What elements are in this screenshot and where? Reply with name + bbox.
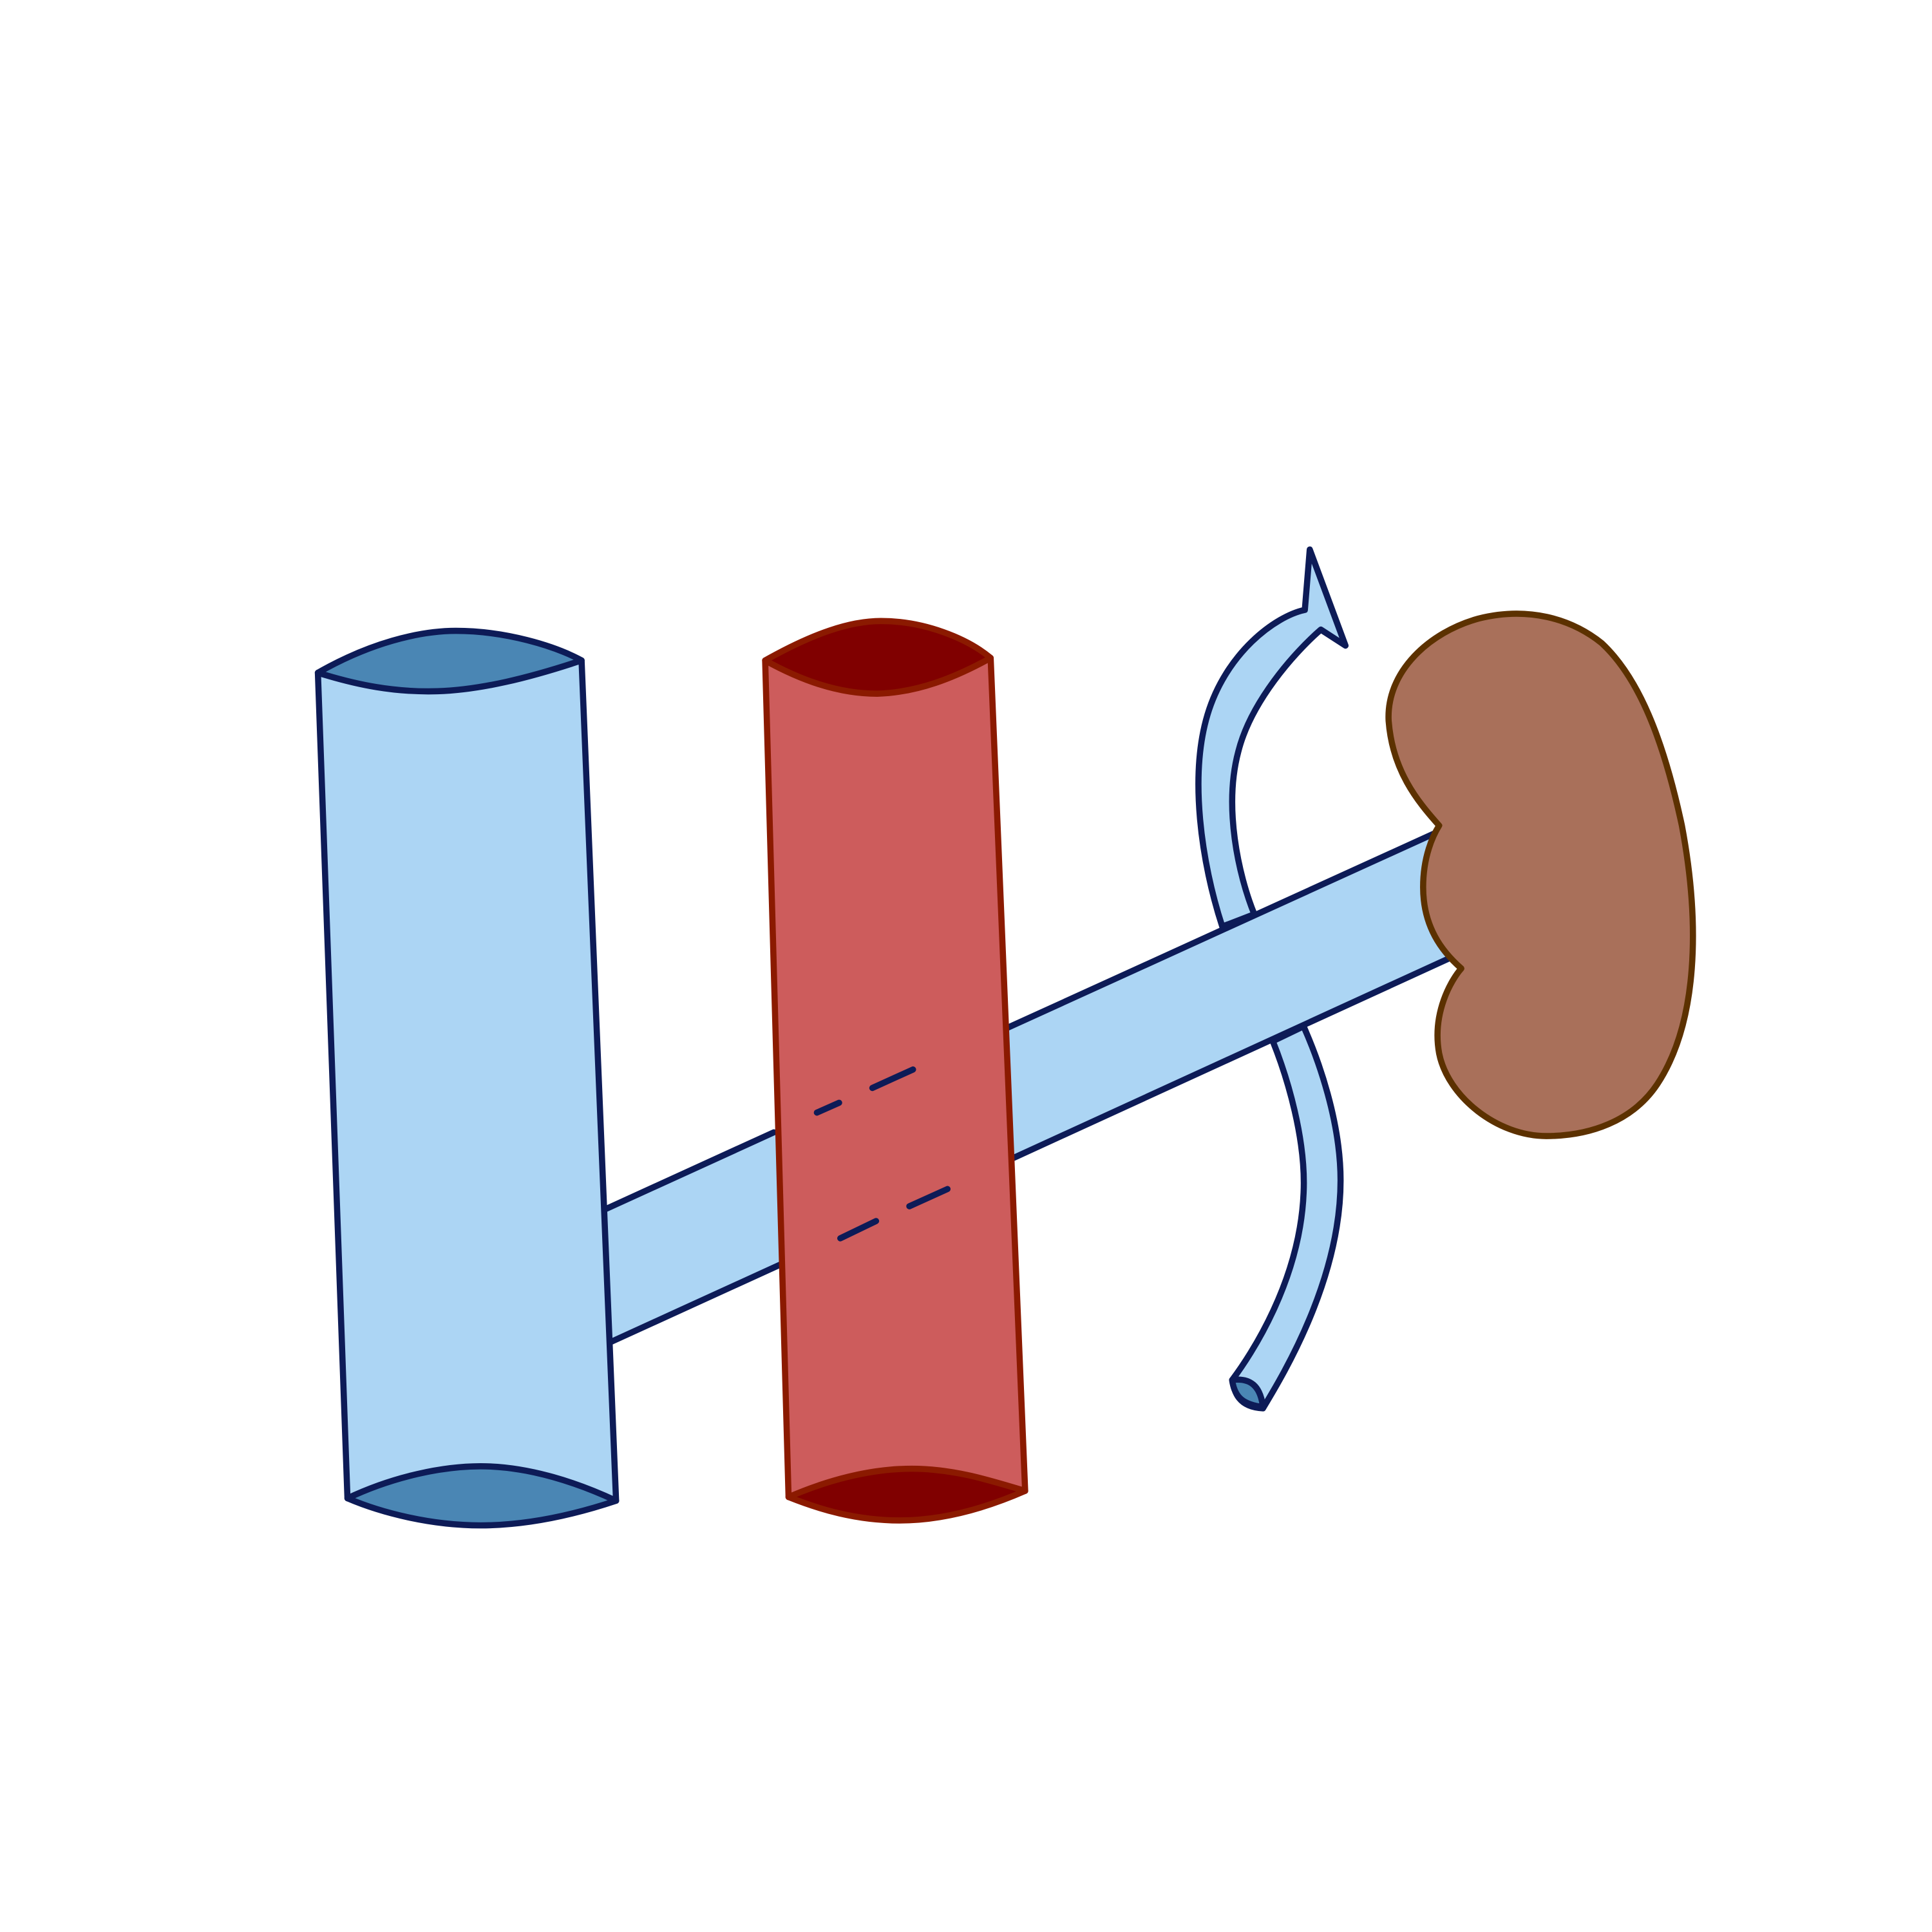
dash-line	[906, 1186, 951, 1209]
artery-bottom-cap	[785, 1465, 1028, 1524]
artery-top-cap	[762, 618, 994, 697]
dash-line	[837, 1218, 880, 1242]
upper-vessel-arrow	[1195, 546, 1349, 930]
dash-line	[813, 1099, 842, 1116]
horizontal-vein-edge-top-left	[600, 1129, 777, 1213]
horizontal-vein-edge-top-right	[1005, 829, 1439, 1031]
left-vein-cylinder	[314, 657, 620, 1504]
dash-line	[869, 1066, 916, 1092]
left-vein-top-cap	[314, 627, 585, 695]
lower-vessel	[1229, 1023, 1344, 1412]
hidden-vein-dashes	[813, 1066, 951, 1242]
lower-vessel-end-cap	[1229, 1376, 1266, 1410]
horizontal-vein-edge-bottom-left	[608, 1261, 784, 1345]
kidney	[1385, 611, 1696, 1139]
horizontal-vein-edge-bottom-right	[1009, 952, 1457, 1162]
left-vein-bottom-cap	[344, 1463, 620, 1529]
